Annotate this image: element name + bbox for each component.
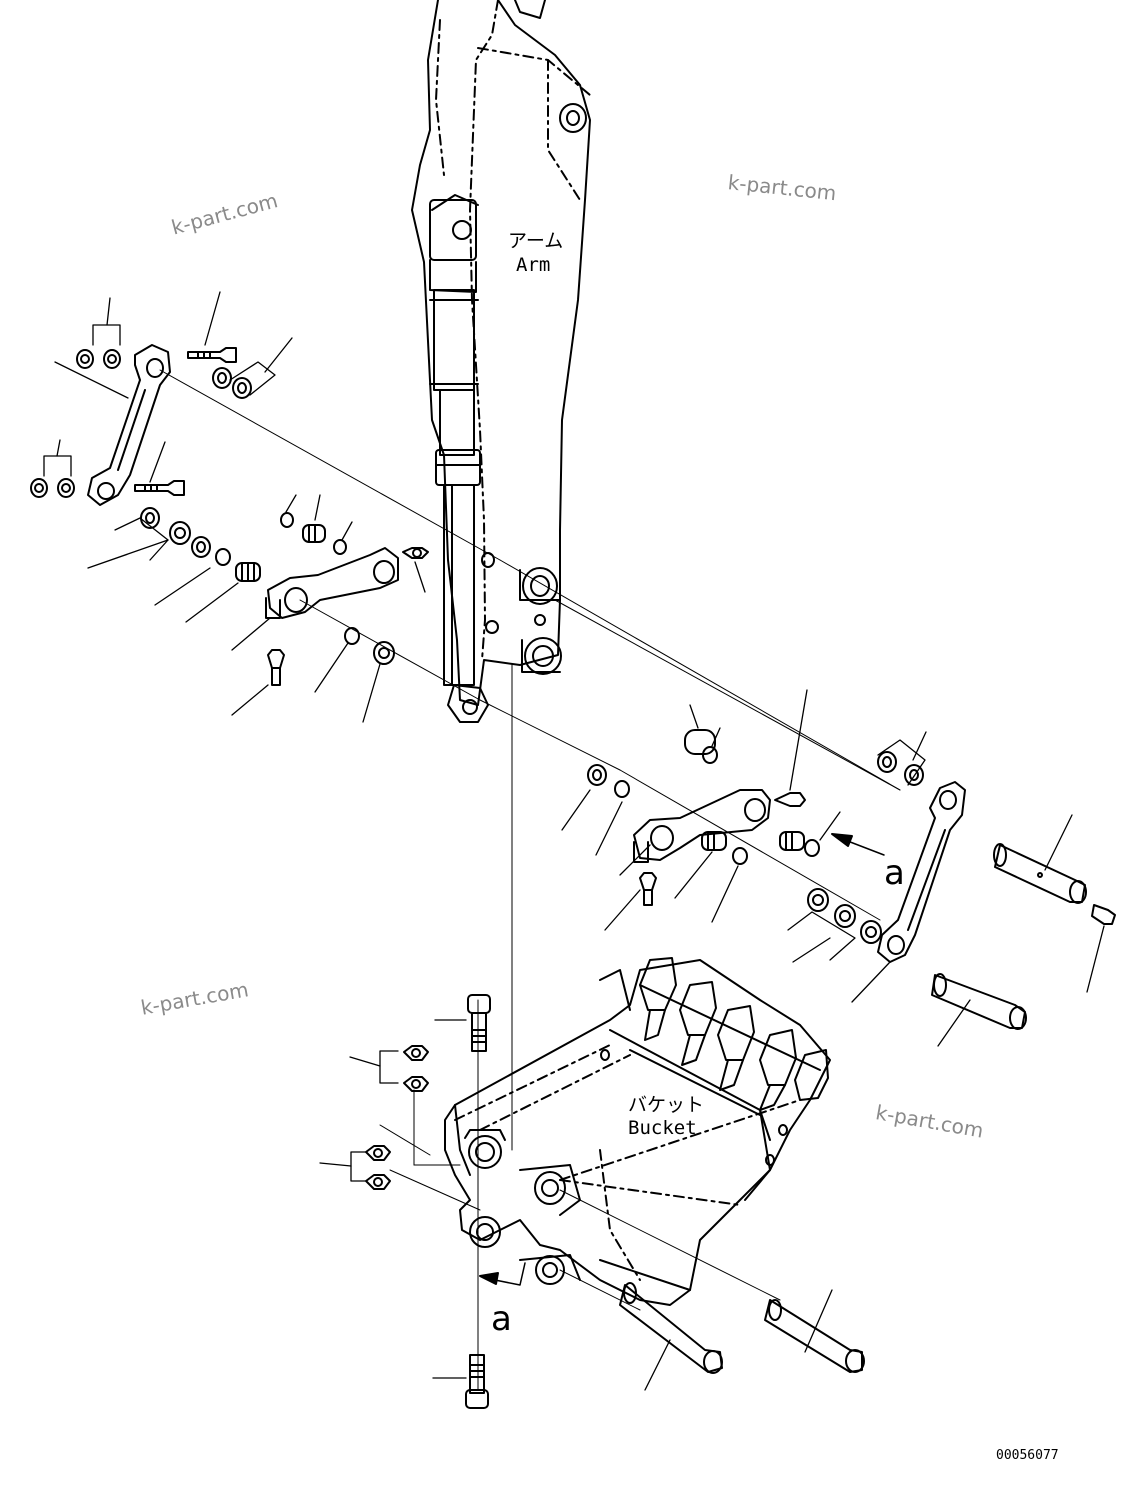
bucket-label-en: Bucket bbox=[628, 1117, 697, 1139]
bucket-bolts-nuts bbox=[365, 994, 491, 1409]
pins bbox=[619, 843, 1116, 1374]
left-h-link-assembly bbox=[191, 512, 429, 686]
arm-label-en: Arm bbox=[516, 254, 551, 276]
view-arrow-upper bbox=[831, 833, 885, 856]
arm-assembly bbox=[411, 0, 591, 723]
bucket-label-jp: バケット bbox=[628, 1094, 705, 1116]
right-link-assembly bbox=[877, 781, 966, 963]
arm-label-jp: アーム bbox=[508, 230, 564, 252]
document-number: 00056077 bbox=[996, 1448, 1059, 1463]
bucket-assembly bbox=[444, 957, 831, 1306]
view-arrow-lower bbox=[479, 1262, 526, 1286]
assembly-center-lines bbox=[159, 369, 901, 1391]
view-marker-lower: a bbox=[491, 1299, 512, 1339]
view-marker-upper: a bbox=[884, 853, 905, 893]
callout-leaders bbox=[43, 291, 1105, 1391]
left-link-assembly bbox=[30, 344, 252, 545]
right-h-link-assembly bbox=[587, 729, 924, 944]
